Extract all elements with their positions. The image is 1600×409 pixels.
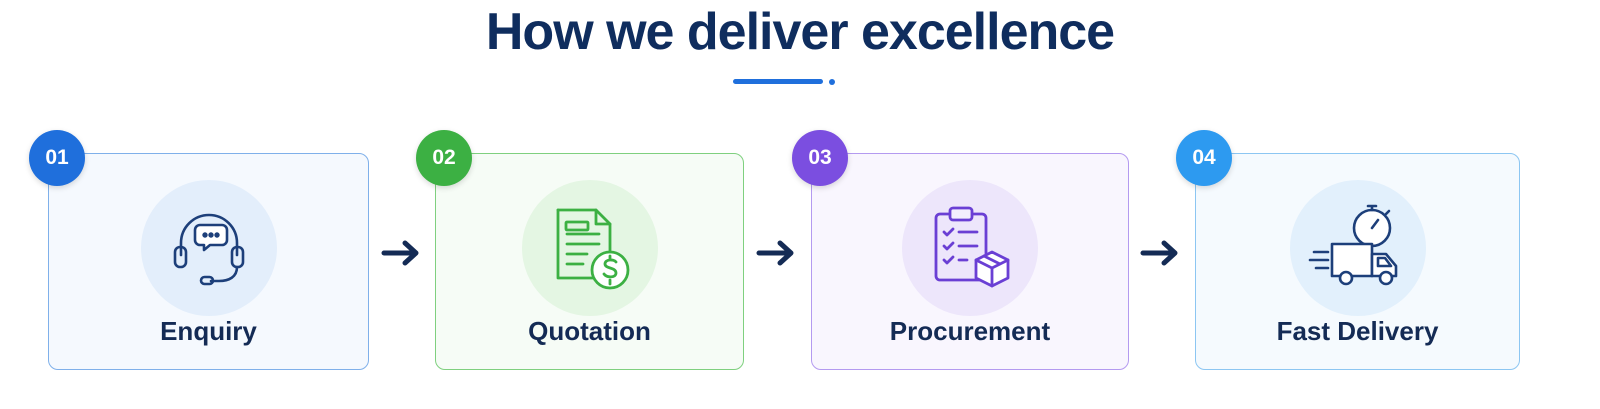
step-number-badge: 02 (416, 130, 472, 186)
step-icon-circle (1290, 180, 1426, 316)
headset-chat-icon (173, 213, 245, 286)
step-number-badge: 04 (1176, 130, 1232, 186)
step-card-fast-delivery: 04 Fast Delivery (1176, 130, 1520, 370)
step-label: Enquiry (160, 316, 257, 346)
step-number-badge: 03 (792, 130, 848, 186)
arrow-right-icon (756, 240, 794, 266)
page-title: How we deliver excellence (485, 3, 1115, 61)
step-card-enquiry: 01 Enquiry (29, 130, 369, 370)
delivery-truck-stopwatch-icon (1308, 204, 1398, 286)
arrow-right-icon (381, 240, 419, 266)
step-icon-circle (141, 180, 277, 316)
clipboard-package-icon (934, 206, 1010, 288)
quote-document-dollar-icon (556, 208, 630, 290)
step-card-procurement: 03 Procurement (792, 130, 1129, 370)
step-label: Fast Delivery (1276, 316, 1439, 346)
step-number-badge: 01 (29, 130, 85, 186)
title-underline (733, 79, 823, 84)
step-icon-circle (902, 180, 1038, 316)
step-label: Procurement (889, 316, 1051, 346)
step-card-quotation: 02 Quotation (416, 130, 744, 370)
step-label: Quotation (528, 316, 651, 346)
step-icon-circle (522, 180, 658, 316)
title-underline-dot (829, 79, 835, 85)
arrow-right-icon (1140, 240, 1178, 266)
